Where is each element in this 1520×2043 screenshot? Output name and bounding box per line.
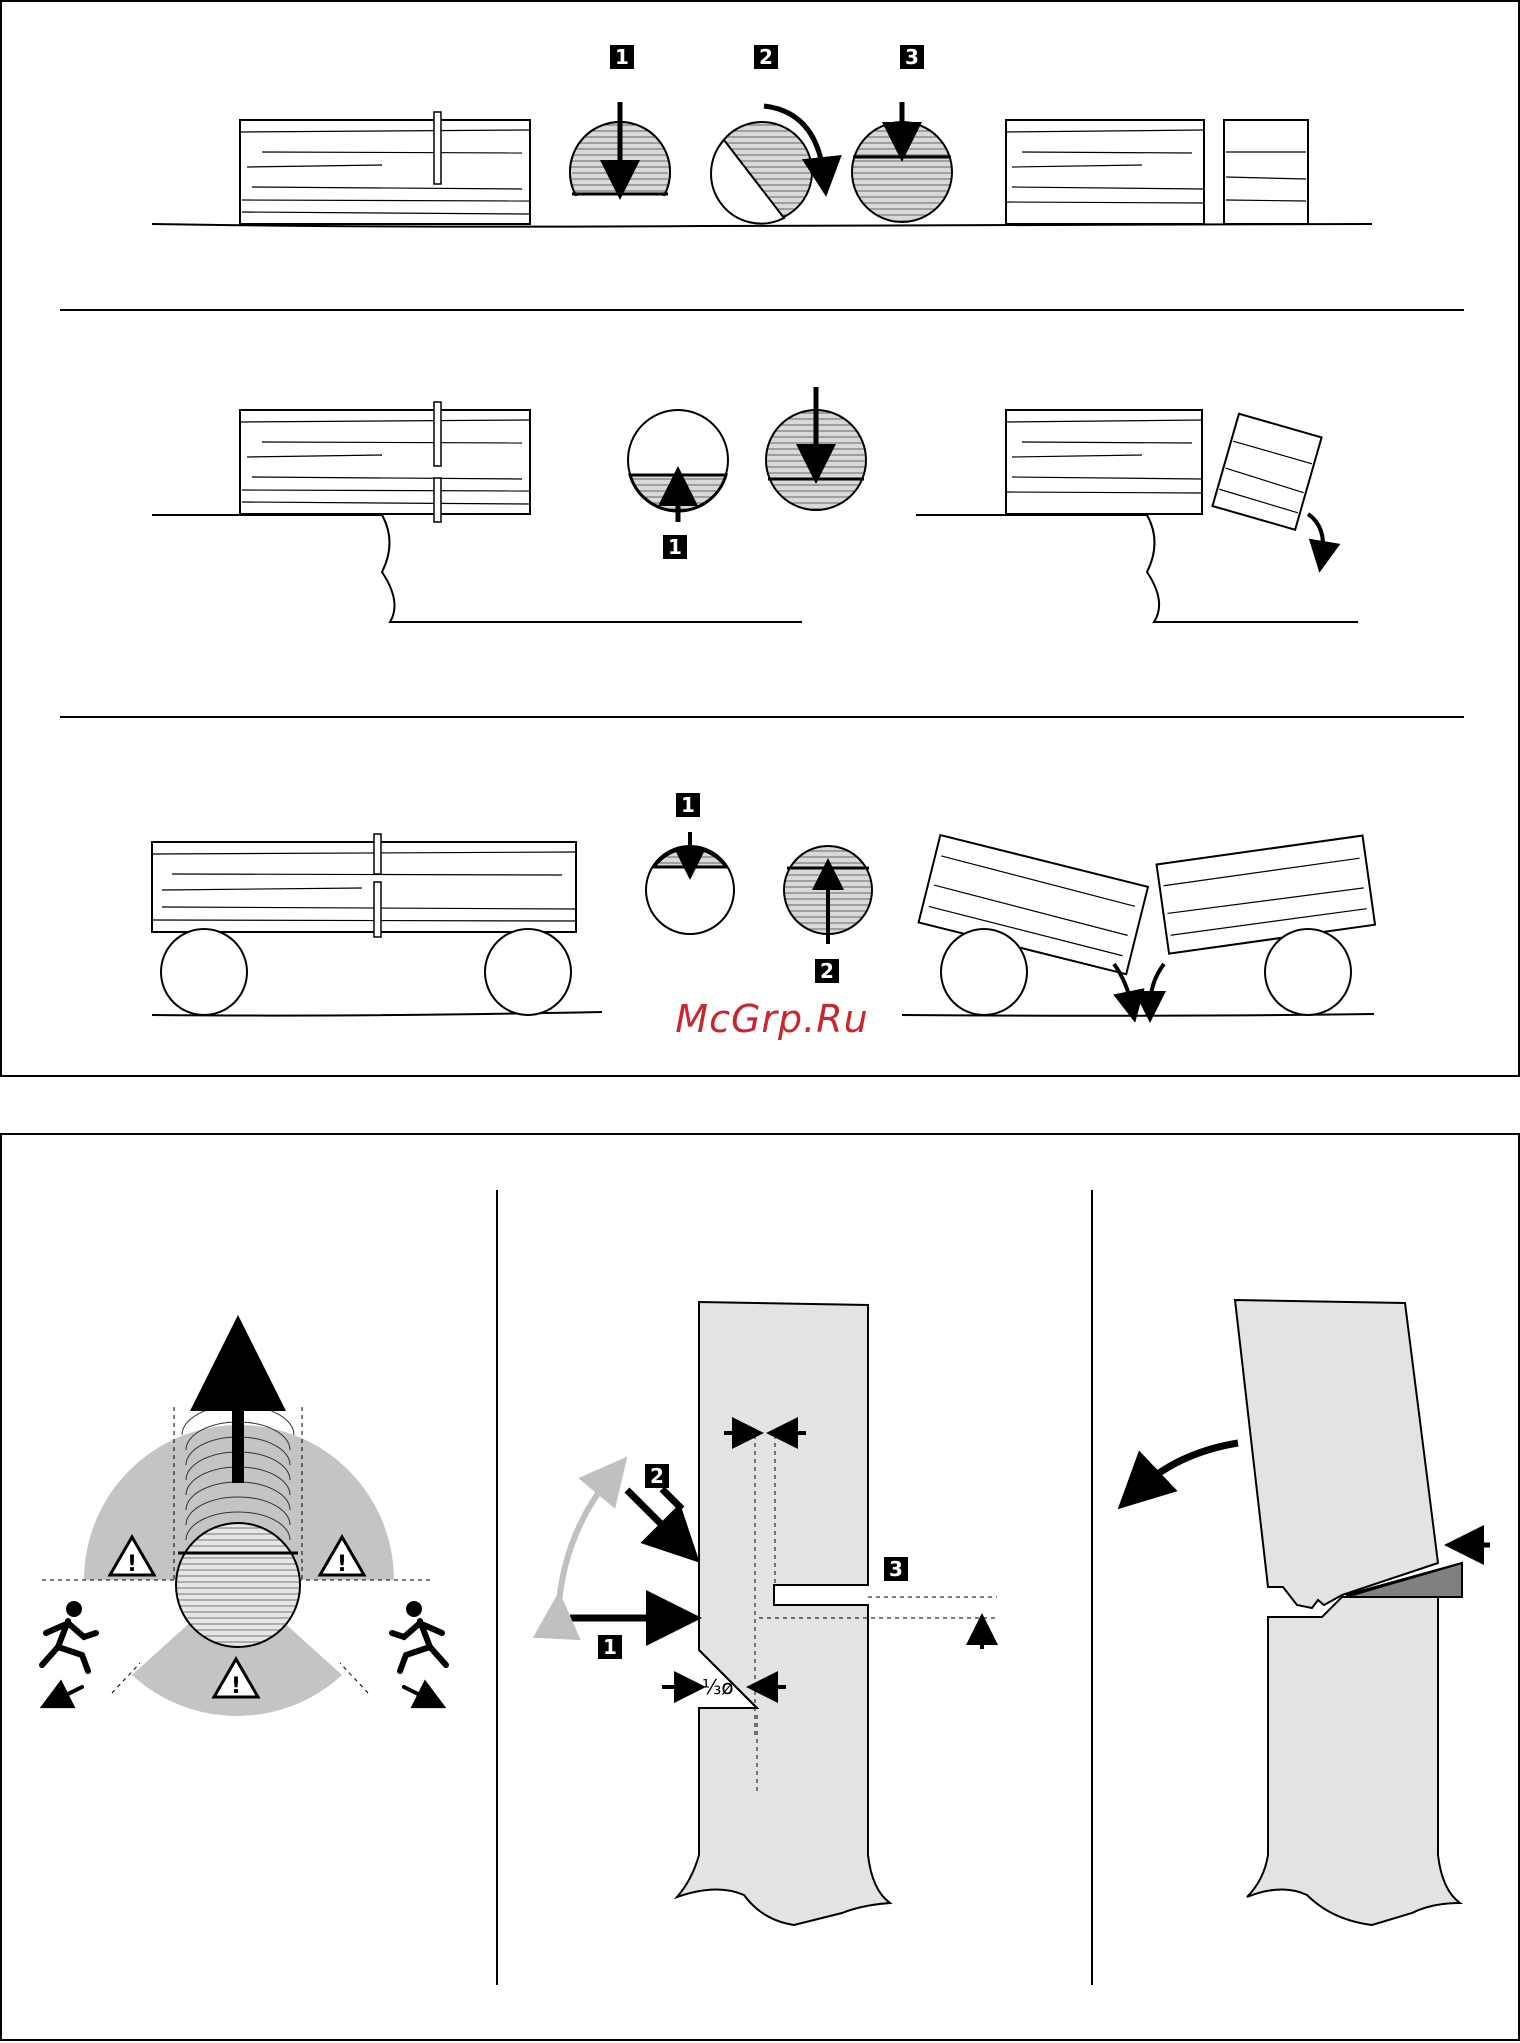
step-2-badge: 2	[815, 959, 839, 983]
bucking-diagrams	[2, 2, 1520, 1079]
step-1-badge: 1	[598, 1635, 622, 1659]
step-2-badge: 2	[645, 1464, 669, 1488]
row1-cross-sections	[570, 102, 952, 224]
row2-cross-sections	[628, 387, 866, 522]
row1-log-cut-through	[1006, 120, 1308, 224]
svg-text:!: !	[337, 1552, 347, 1577]
row3-log-split	[902, 835, 1375, 1016]
running-person-icon	[42, 1601, 96, 1701]
running-person-icon	[392, 1601, 446, 1701]
row2-log-falling	[916, 410, 1358, 622]
step-1-badge: 1	[610, 45, 634, 69]
hinge-depth-label: ⅓ø	[702, 1675, 734, 1699]
step-2-badge: 2	[754, 45, 778, 69]
row3-cross-sections	[646, 832, 872, 944]
felling-instructions-panel: ! ! !	[0, 1133, 1520, 2041]
row3-log-on-supports	[152, 834, 602, 1016]
step-1-badge: 1	[663, 535, 687, 559]
bucking-instructions-panel: 1 2 3 1 1 2 McGrp.Ru	[0, 0, 1520, 1077]
felling-diagrams: ! ! !	[2, 1135, 1520, 2043]
step-3-badge: 3	[884, 1557, 908, 1581]
step-1-badge: 1	[676, 793, 700, 817]
svg-text:!: !	[231, 1674, 241, 1699]
step-3-badge: 3	[900, 45, 924, 69]
svg-text:!: !	[127, 1552, 137, 1577]
felling-notch-diagram	[558, 1302, 997, 1925]
watermark-text: McGrp.Ru	[667, 997, 877, 1041]
back-cut-diagram	[1138, 1300, 1490, 1925]
